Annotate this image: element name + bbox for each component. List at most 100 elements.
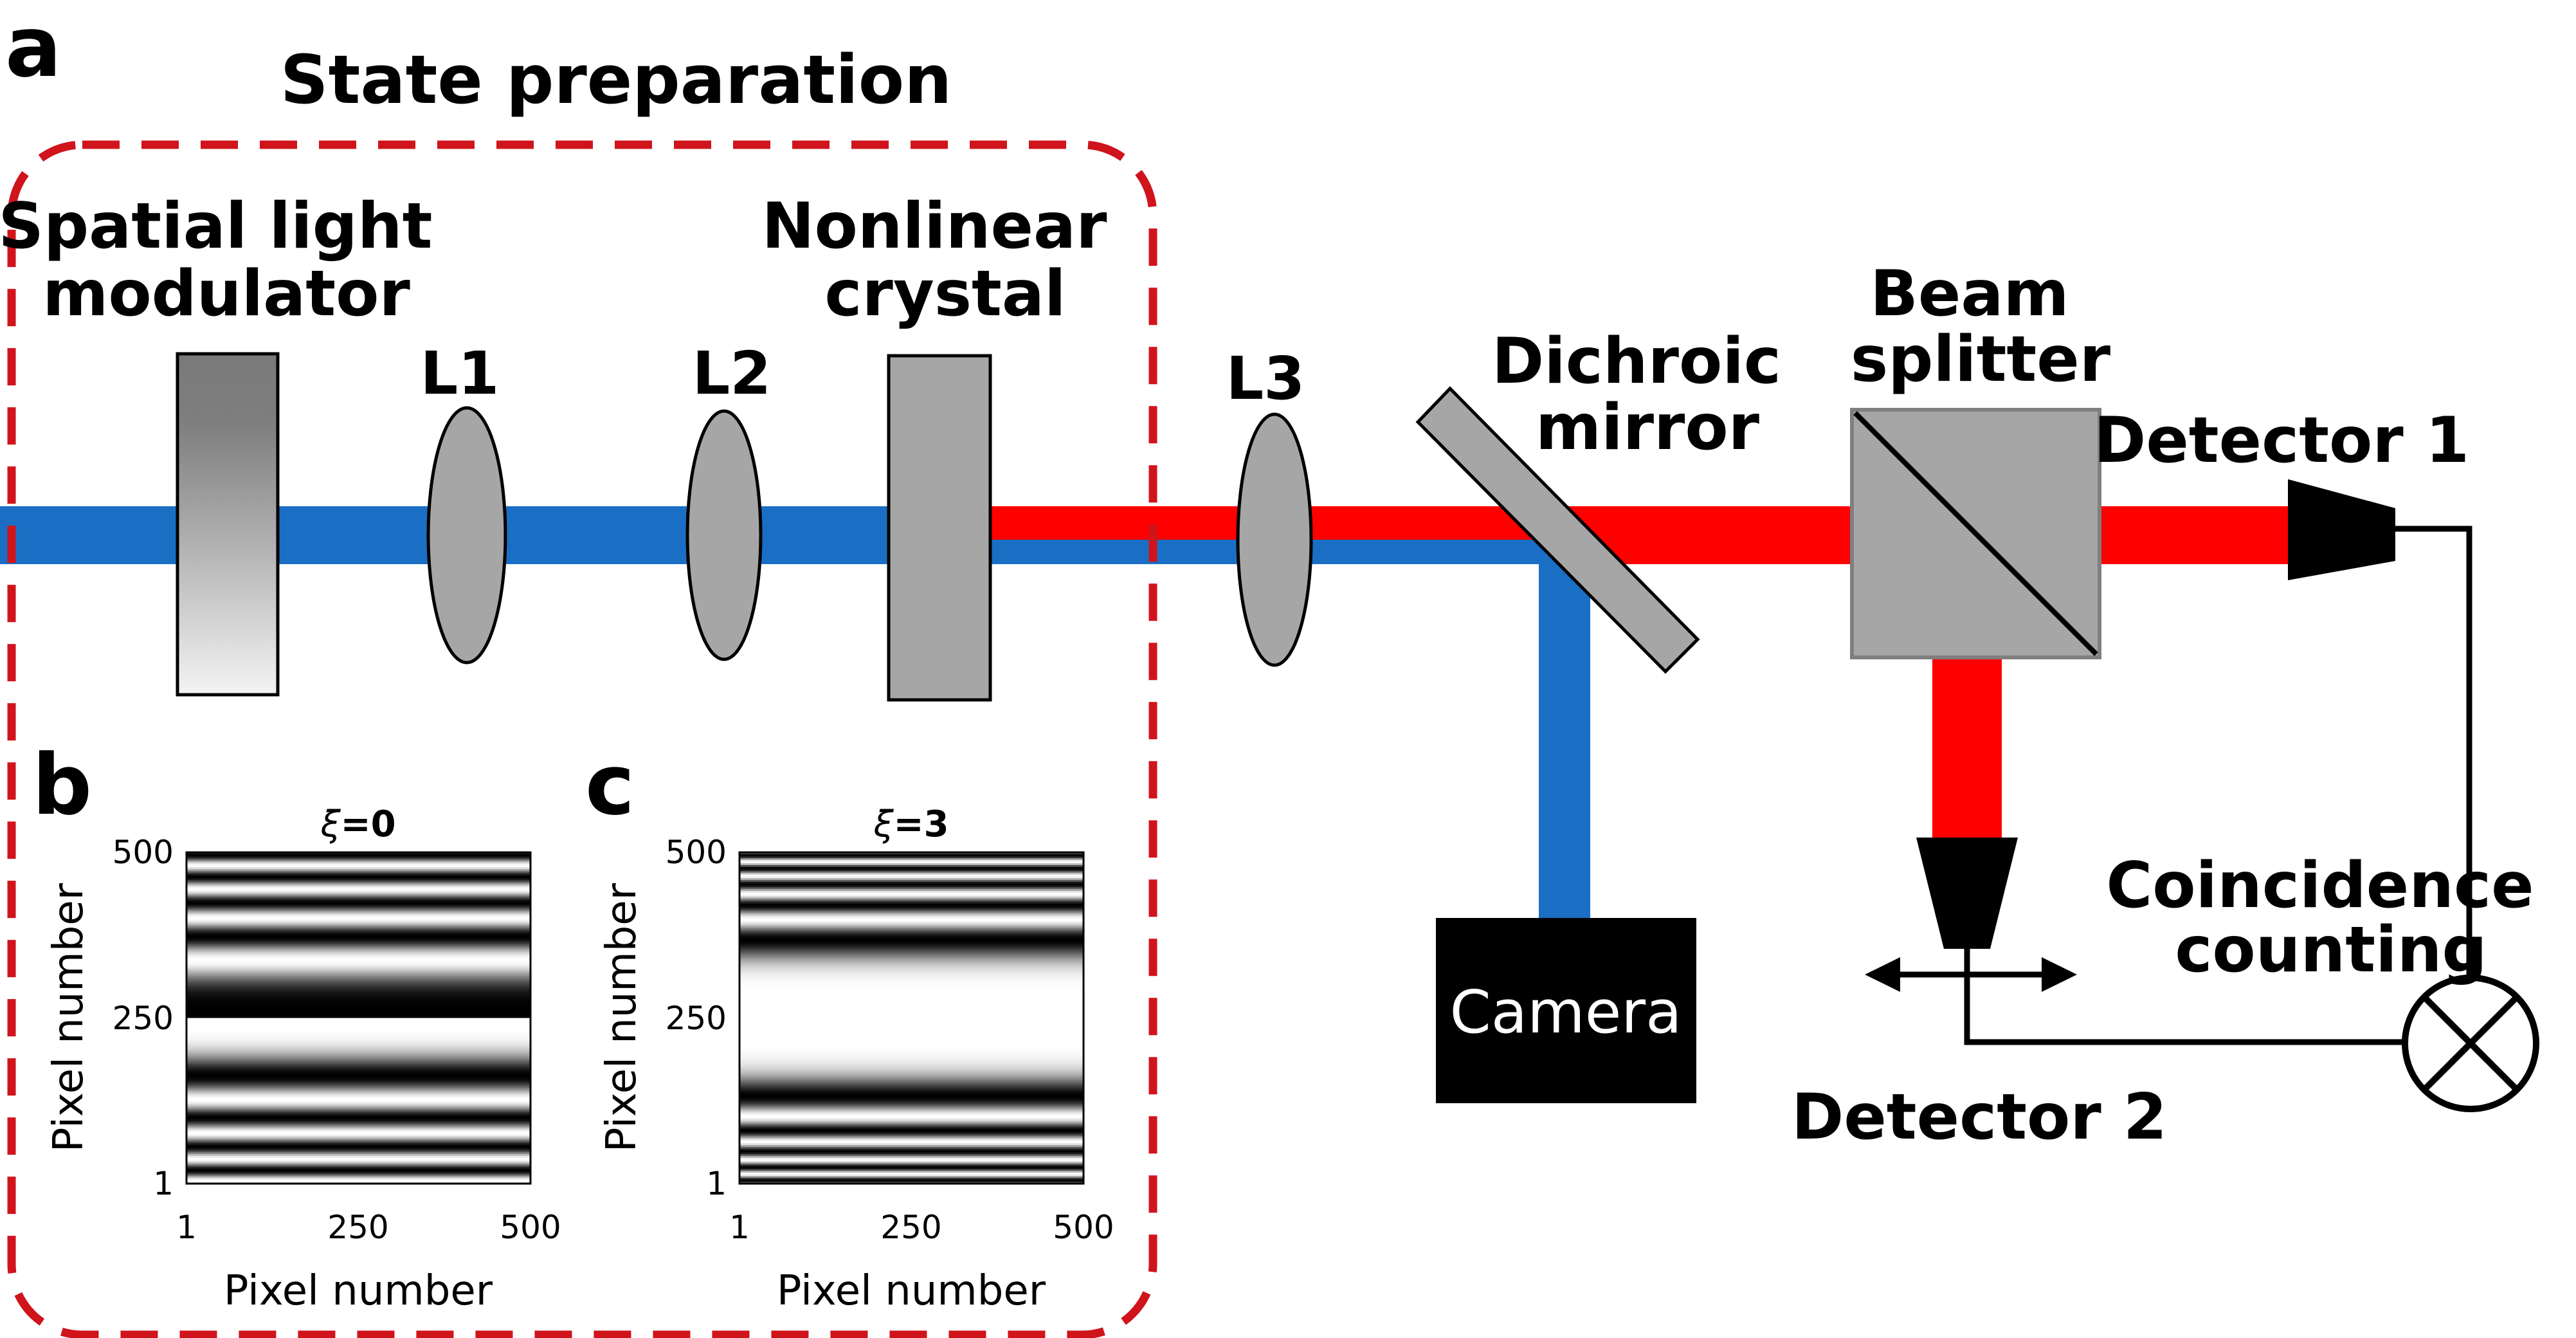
inset-c-xtick-left: 1 [729, 1209, 750, 1246]
inset-b-stripe [186, 1170, 531, 1173]
inset-b-stripe [186, 970, 531, 973]
inset-c-stripe [739, 998, 1084, 1000]
inset-b-stripe [186, 992, 531, 994]
inset-c-stripe [739, 1064, 1084, 1067]
inset-c-stripe [739, 1110, 1084, 1113]
inset-c-stripe [739, 868, 1084, 872]
crystal-label: Nonlinear crystal [761, 190, 1129, 331]
inset-b-stripe [186, 856, 531, 859]
inset-b-stripe [186, 1049, 531, 1052]
inset-b-stripe [186, 1084, 531, 1086]
inset-c-stripe [739, 904, 1084, 906]
inset-b-stripe [186, 1124, 531, 1127]
inset-b-stripe [186, 891, 531, 894]
inset-c-stripe [739, 1104, 1084, 1107]
inset-b-stripe [186, 1152, 531, 1155]
inset-b-stripe [186, 1112, 531, 1114]
inset-b-stripe [186, 1146, 531, 1150]
inset-b-stripe [186, 977, 531, 980]
nonlinear-crystal [887, 354, 992, 702]
inset-c-stripe [739, 979, 1084, 982]
inset-c-stripe [739, 909, 1084, 912]
inset-b-stripe [186, 1051, 531, 1054]
inset-c-stripe [739, 996, 1084, 998]
inset-c-stripe [739, 953, 1084, 956]
dichroic-mirror [1415, 386, 1700, 674]
inset-c-stripe [739, 876, 1084, 879]
inset-c-stripe [739, 1143, 1084, 1146]
detector2-wire [1964, 949, 2406, 1045]
inset-b-stripe [186, 998, 531, 1000]
inset-c-stripe [739, 1117, 1084, 1120]
arrow-right-head [2042, 957, 2077, 992]
inset-b-stripe [186, 1121, 531, 1124]
inset-b-stripe [186, 1027, 531, 1030]
inset-c-stripe [739, 1016, 1084, 1019]
inset-b-stripe [186, 922, 531, 925]
inset-b-stripe [186, 958, 531, 962]
inset-c-stripe [739, 1003, 1084, 1006]
inset-c-stripe [739, 852, 1084, 855]
inset-c-stripe [739, 874, 1084, 877]
inset-c-xtick-mid: 250 [880, 1209, 941, 1246]
inset-c-stripe [739, 1045, 1084, 1048]
inset-c-stripe [739, 1141, 1084, 1144]
inset-b-stripe [186, 883, 531, 886]
inset-c-stripe [739, 894, 1084, 897]
inset-b-stripe [186, 900, 531, 903]
inset-b-stripe [186, 917, 531, 919]
inset-b-stripe [186, 1139, 531, 1142]
slm-label: Spatial light modulator [0, 190, 455, 331]
coincidence-label: Coincidence counting [2106, 849, 2555, 987]
inset-c-stripe [739, 942, 1084, 945]
camera-label: Camera [1449, 978, 1682, 1047]
inset-b-stripe [186, 981, 531, 984]
inset-c-stripe [739, 863, 1084, 866]
inset-c-stripe [739, 1161, 1084, 1164]
inset-c-stripe [739, 1099, 1084, 1101]
inset-b-stripe [186, 1178, 531, 1180]
inset-b-stripe [186, 1167, 531, 1169]
inset-b-xlabel: Pixel number [224, 1267, 493, 1315]
inset-b-stripe [186, 940, 531, 943]
inset-c-stripe [739, 1156, 1084, 1159]
inset-c-stripe [739, 986, 1084, 989]
inset-b-stripe [186, 902, 531, 904]
inset-c-stripe [739, 990, 1084, 993]
inset-c-stripe [739, 968, 1084, 971]
inset-c-stripe [739, 1067, 1084, 1070]
inset-c-stripe [739, 940, 1084, 943]
inset-c-stripe [739, 1148, 1084, 1151]
inset-b-stripe [186, 1157, 531, 1160]
inset-c-stripe [739, 973, 1084, 976]
inset-c-stripe [739, 1172, 1084, 1175]
detector2-label: Detector 2 [1791, 1081, 2167, 1154]
inset-b-pattern [186, 852, 531, 1184]
inset-c-stripe [739, 1025, 1084, 1028]
inset-c-stripe [739, 981, 1084, 984]
inset-c-stripe [739, 1159, 1084, 1162]
inset-b-stripe [186, 1069, 531, 1072]
inset-b-stripe [186, 905, 531, 908]
inset-c-stripe [739, 919, 1084, 921]
inset-b-stripe [186, 879, 531, 883]
camera [1436, 918, 1696, 1103]
inset-b-stripe [186, 1143, 531, 1146]
inset-b-stripe [186, 1174, 531, 1177]
inset-b-stripe [186, 1014, 531, 1017]
inset-c-stripe [739, 1056, 1084, 1059]
inset-c-stripe [739, 960, 1084, 964]
inset-c-stripe [739, 1163, 1084, 1166]
inset-c-stripe [739, 1123, 1084, 1126]
inset-b-stripe [186, 907, 531, 910]
inset-b-stripe [186, 1144, 531, 1148]
photon-beam-to-detector1 [2103, 506, 2296, 564]
inset-c-stripe [739, 988, 1084, 991]
inset-c-stripe [739, 992, 1084, 994]
inset-c-stripe [739, 937, 1084, 940]
inset-c-stripe [739, 891, 1084, 894]
inset-b-stripe [186, 973, 531, 976]
inset-b-stripe [186, 889, 531, 892]
inset-c-stripe [739, 1058, 1084, 1061]
inset-c-stripe [739, 1101, 1084, 1103]
